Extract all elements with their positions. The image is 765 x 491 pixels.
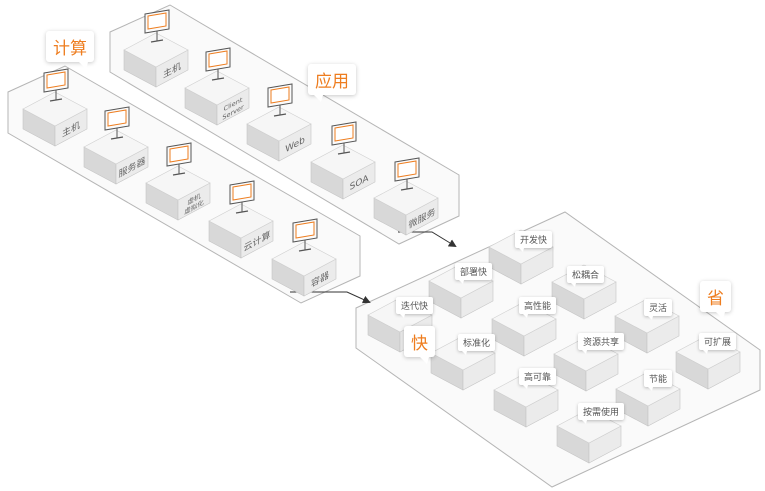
monitor-icon xyxy=(144,9,170,43)
cube-compute-4 xyxy=(208,203,274,259)
cube-compute-3 xyxy=(145,165,211,221)
cube-app-5 xyxy=(373,180,439,236)
cube-compute-2 xyxy=(83,129,149,185)
cube-benefit-5 xyxy=(491,301,557,357)
callout-application: 应用 xyxy=(308,64,356,102)
tag-flexible: 灵活 xyxy=(644,299,673,320)
tag-fast-iteration: 迭代快 xyxy=(396,297,434,318)
tag-energy-saving: 节能 xyxy=(644,370,673,391)
tag-scalable: 可扩展 xyxy=(699,333,737,354)
cube-app-2 xyxy=(184,70,250,126)
tag-standardized: 标准化 xyxy=(458,334,496,355)
tag-on-demand: 按需使用 xyxy=(578,403,625,424)
tag-high-performance: 高性能 xyxy=(519,297,557,318)
callout-compute: 计算 xyxy=(46,31,94,69)
monitor-icon xyxy=(292,218,318,252)
cube-app-3 xyxy=(246,106,312,162)
monitor-icon xyxy=(229,180,255,214)
tag-high-reliability: 高可靠 xyxy=(519,368,557,389)
monitor-icon xyxy=(205,47,231,81)
cube-benefit-9 xyxy=(675,334,741,390)
monitor-icon xyxy=(331,121,357,155)
tag-loose-coupling: 松耦合 xyxy=(567,266,605,287)
callout-fast: 快 xyxy=(404,326,435,364)
callout-save: 省 xyxy=(700,281,731,319)
tag-fast-dev: 开发快 xyxy=(515,231,553,252)
monitor-icon xyxy=(394,157,420,191)
cube-app-4 xyxy=(310,144,376,200)
tag-resource-sharing: 资源共享 xyxy=(578,333,625,354)
cube-app-1 xyxy=(123,32,189,88)
monitor-icon xyxy=(104,106,130,140)
cube-compute-1 xyxy=(22,91,88,147)
monitor-icon xyxy=(267,83,293,117)
monitor-icon xyxy=(43,68,69,102)
monitor-icon xyxy=(166,142,192,176)
cube-compute-5 xyxy=(271,241,337,297)
tag-fast-deploy: 部署快 xyxy=(455,263,493,284)
